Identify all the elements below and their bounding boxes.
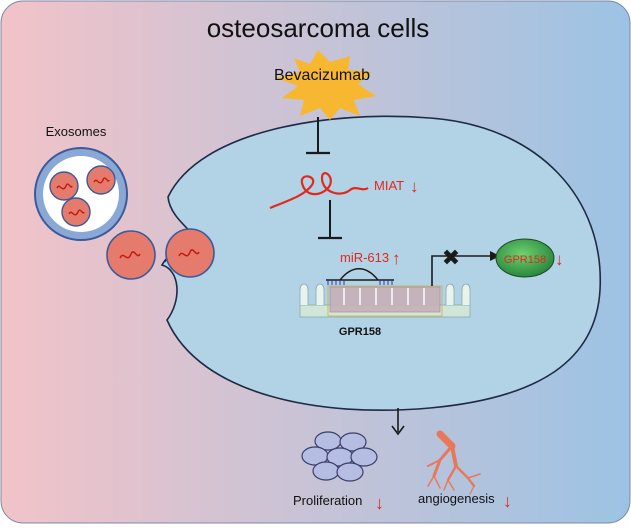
proliferation-label: Proliferation (293, 493, 362, 508)
blocked-mark: ✖ (442, 245, 460, 270)
angiogenesis-vessels (427, 430, 481, 495)
miat-rna-strand (269, 172, 369, 210)
free-exosome-1 (106, 230, 156, 280)
miat-label: MIAT (374, 178, 404, 193)
output-arrowhead (391, 425, 405, 436)
proliferation-down-arrow: ↓ (375, 493, 384, 513)
mir613-up-arrow: ↑ (392, 249, 401, 268)
angiogenesis-down-arrow: ↓ (503, 491, 512, 511)
exosome-contents (49, 165, 116, 227)
proliferation-cluster (301, 431, 378, 482)
translation-arrowhead (490, 251, 500, 261)
gpr158-down-arrow: ↓ (555, 250, 564, 269)
drug-starburst (276, 50, 376, 120)
translation-arrow (431, 255, 490, 286)
free-exosome-2 (165, 228, 215, 278)
miat-down-arrow: ↓ (410, 177, 419, 196)
mir613-binding-ticks (327, 280, 393, 285)
gpr158-gene-structure (299, 283, 471, 318)
gpr158-gene-label: GPR158 (339, 326, 381, 338)
diagram-title: osteosarcoma cells (207, 13, 430, 43)
mir613-hairpin (339, 268, 379, 281)
exosomes-label: Exosomes (46, 124, 107, 139)
angiogenesis-label: angiogenesis (418, 491, 495, 506)
mir613-label: miR-613 (340, 250, 389, 265)
drug-label: Bevacizumab (274, 67, 370, 84)
gpr158-protein (495, 238, 555, 278)
gpr158-protein-label: GPR158 (504, 254, 546, 266)
